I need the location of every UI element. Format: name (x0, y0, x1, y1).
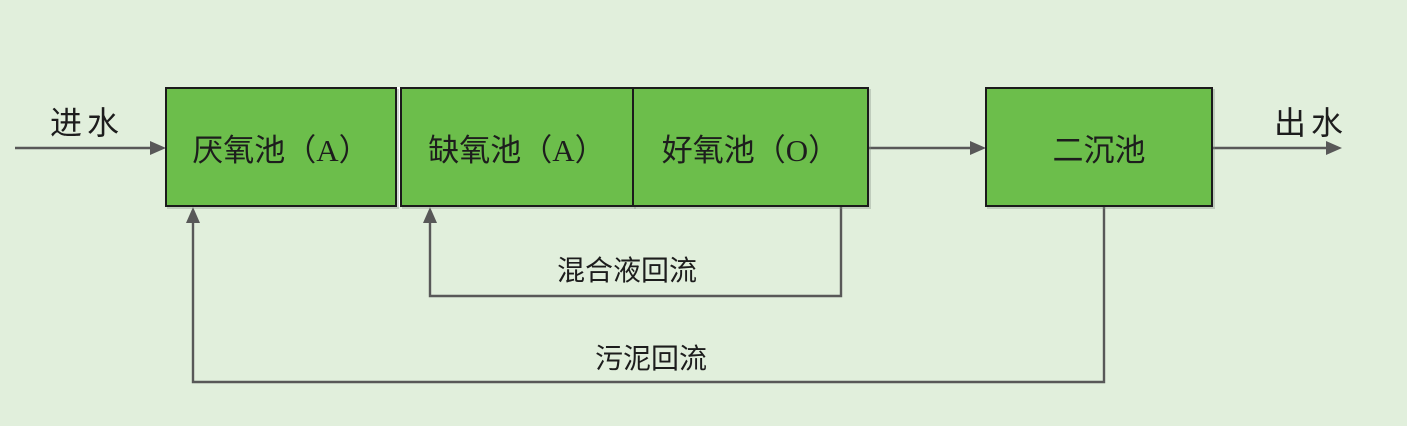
mixed-liquor-recycle-arrowhead-icon (423, 207, 437, 223)
inlet-arrowhead-icon (150, 141, 166, 155)
box-aerobic-tank: 好氧池（O） (632, 87, 869, 207)
box-anaerobic-tank-label: 厌氧池（A） (192, 132, 370, 168)
box-divider-gap (397, 87, 400, 207)
box-anoxic-tank: 缺氧池（A） (400, 87, 634, 207)
aerobic-to-clarifier-arrowhead-icon (970, 141, 986, 155)
box-secondary-clarifier: 二沉池 (985, 87, 1213, 207)
mixed-liquor-recycle-label: 混合液回流 (556, 256, 697, 287)
box-aerobic-tank-label: 好氧池（O） (661, 132, 840, 168)
outlet-label: 出水 (1273, 105, 1348, 141)
sludge-return-arrowhead-icon (186, 207, 200, 223)
box-anoxic-tank-label: 缺氧池（A） (428, 132, 606, 168)
inlet-label: 进水 (49, 105, 124, 141)
sludge-return-label: 污泥回流 (594, 344, 707, 375)
box-secondary-clarifier-label: 二沉池 (1052, 132, 1146, 168)
box-anaerobic-tank: 厌氧池（A） (165, 87, 397, 207)
